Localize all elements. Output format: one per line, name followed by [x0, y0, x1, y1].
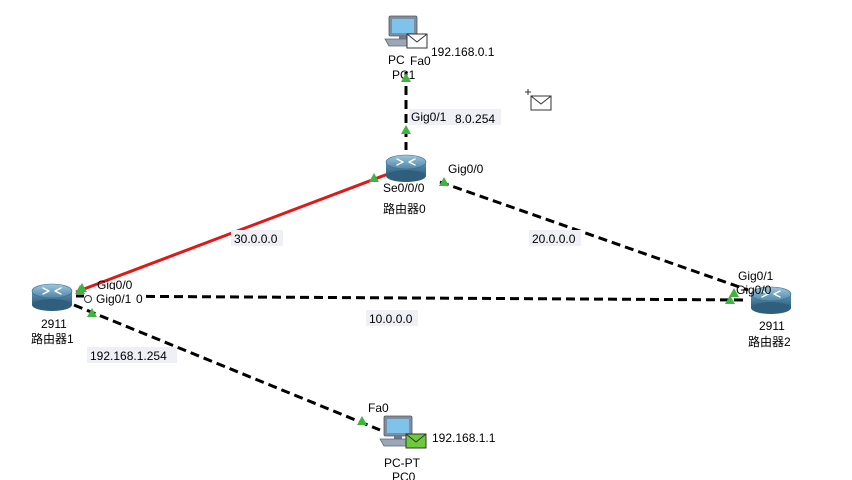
port-router1-gig01	[87, 308, 97, 317]
router1-gateway: 192.168.1.254	[90, 349, 167, 363]
router1-port-gig01: Gig0/1	[96, 292, 132, 306]
pc-bottom-ip: 192.168.1.1	[432, 431, 496, 445]
network-10-text: 10.0.0.0	[369, 312, 413, 326]
router1-model: 2911	[41, 317, 67, 331]
port-status-icon	[84, 295, 92, 303]
router1-port-gig00: Gig0/0	[97, 278, 133, 292]
pc-top-ip: 192.168.0.1	[431, 45, 495, 59]
add-pdu-envelope[interactable]	[530, 95, 552, 111]
router2-model: 2911	[759, 319, 785, 333]
port-router2-gig01	[729, 288, 739, 297]
router0-port-gig01: Gig0/1	[411, 110, 447, 124]
port-pc1-fa0	[401, 73, 411, 82]
link-router1-router2[interactable]	[75, 294, 749, 302]
router2-name: 路由器2	[748, 334, 791, 349]
router0-port-serial: Se0/0/0	[383, 181, 425, 195]
port-router2-gig00	[725, 295, 735, 304]
network-label-30: 30.0.0.0	[231, 230, 283, 246]
envelope-icon	[406, 33, 428, 49]
pc-bottom-envelope[interactable]	[405, 433, 427, 449]
link-router0-router2[interactable]	[439, 180, 749, 292]
router1[interactable]	[31, 283, 73, 312]
link-router1-pc0[interactable]	[73, 303, 381, 432]
pc-top-port: Fa0	[410, 54, 431, 68]
pc-bottom-port: Fa0	[368, 401, 389, 415]
network-20-text: 20.0.0.0	[532, 232, 576, 246]
pc-top-envelope[interactable]	[406, 33, 428, 49]
add-cursor-icon	[525, 89, 531, 95]
router1-port-overlap: 0	[136, 292, 143, 306]
envelope-icon	[530, 95, 552, 111]
port-router0-gig01	[401, 125, 411, 134]
network-label-20: 20.0.0.0	[529, 230, 581, 246]
router0-gateway: 8.0.254	[455, 112, 495, 126]
port-pc0-fa0	[357, 416, 367, 425]
router2-port-gig00: Gig0/0	[736, 283, 772, 297]
links-layer	[73, 72, 749, 432]
pc-bottom-model: PC-PT	[384, 456, 421, 470]
router0[interactable]	[385, 154, 427, 183]
pc-bottom-name: PC0	[392, 470, 416, 480]
router-icon	[31, 283, 73, 312]
port-indicators-layer	[75, 73, 739, 425]
network-label-10: 10.0.0.0	[366, 310, 418, 326]
port-router1-serial	[75, 285, 85, 294]
envelope-icon	[405, 433, 427, 449]
router0-port-gig00: Gig0/0	[448, 162, 484, 176]
router0-name: 路由器0	[383, 201, 426, 216]
router-icon	[385, 154, 427, 183]
pc-top-model: PC	[388, 53, 405, 67]
port-router0-serial	[369, 173, 379, 182]
network-30-text: 30.0.0.0	[234, 232, 278, 246]
port-router0-gig00	[439, 177, 449, 186]
router1-name: 路由器1	[31, 331, 74, 346]
router2-port-gig01: Gig0/1	[738, 269, 774, 283]
pc-top-name: PC1	[392, 68, 416, 82]
